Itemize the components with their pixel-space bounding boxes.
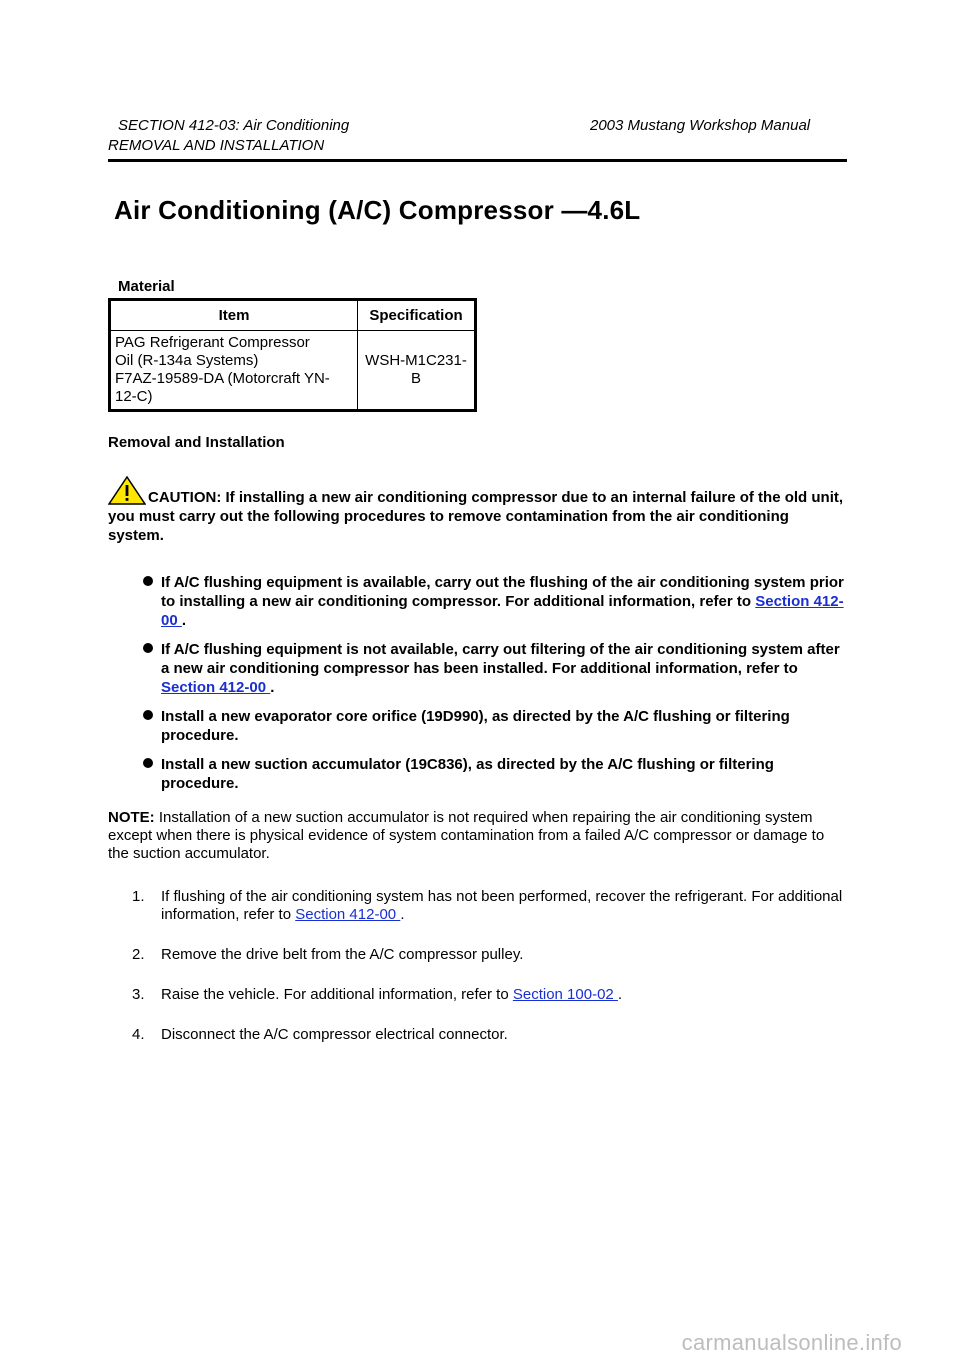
header-manual: 2003 Mustang Workshop Manual [590, 117, 811, 134]
step-item: 4. Disconnect the A/C compressor electri… [108, 1026, 848, 1044]
section-link[interactable]: Section 100-02 [512, 986, 618, 1003]
table-row: PAG Refrigerant Compressor Oil (R-134a S… [109, 330, 476, 411]
list-item-suffix: . [270, 679, 275, 696]
bullet-dot-icon [143, 643, 153, 653]
item-line: Oil (R-134a Systems) [115, 352, 259, 369]
step-number: 3. [132, 986, 145, 1003]
caution-text: CAUTION: If installing a new air conditi… [108, 489, 844, 544]
material-label: Material [118, 278, 175, 295]
list-item-text: If A/C flushing equipment is not availab… [161, 641, 840, 677]
note-label: NOTE: [108, 809, 155, 826]
list-item: Install a new evaporator core orifice (1… [108, 707, 848, 745]
section-link[interactable]: Section 412-00 [295, 906, 401, 923]
note-text: Installation of a new suction accumulato… [108, 809, 825, 862]
step-text: Disconnect the A/C compressor electrical… [161, 1026, 508, 1043]
material-item-cell: PAG Refrigerant Compressor Oil (R-134a S… [109, 330, 358, 411]
list-item: If A/C flushing equipment is not availab… [108, 640, 848, 697]
material-spec-cell: WSH-M1C231- B [357, 330, 476, 411]
bullet-dot-icon [143, 710, 153, 720]
list-item-text: If A/C flushing equipment is available, … [161, 574, 844, 610]
header-section: SECTION 412-03: Air Conditioning [118, 117, 350, 134]
watermark: carmanualsonline.info [681, 1330, 902, 1355]
spec-line: WSH-M1C231- [365, 352, 467, 369]
step-number: 1. [132, 888, 145, 905]
item-line: 12-C) [115, 388, 153, 405]
step-text: Raise the vehicle. For additional inform… [161, 986, 513, 1003]
material-table: Item Specification PAG Refrigerant Compr… [108, 298, 477, 412]
step-text: If flushing of the air conditioning syst… [161, 888, 843, 923]
procedure-steps: 1. If flushing of the air conditioning s… [108, 888, 848, 1066]
warning-triangle-icon [107, 475, 147, 506]
item-line: PAG Refrigerant Compressor [115, 334, 310, 351]
list-item-text: Install a new evaporator core orifice (1… [161, 708, 790, 744]
step-suffix: . [400, 906, 405, 923]
step-item: 3. Raise the vehicle. For additional inf… [108, 986, 848, 1004]
header-subheading: REMOVAL AND INSTALLATION [108, 137, 325, 154]
bullet-dot-icon [143, 758, 153, 768]
section-link[interactable]: Section 412-00 [161, 593, 844, 629]
removal-installation-heading: Removal and Installation [108, 434, 285, 451]
step-item: 2. Remove the drive belt from the A/C co… [108, 946, 848, 964]
note-block: NOTE: Installation of a new suction accu… [108, 809, 848, 863]
list-item-suffix: . [181, 612, 187, 629]
header-rule [108, 159, 847, 162]
step-item: 1. If flushing of the air conditioning s… [108, 888, 848, 924]
column-header-item: Item [109, 299, 358, 331]
section-link[interactable]: Section 412-00 [161, 679, 271, 696]
list-item: If A/C flushing equipment is available, … [108, 573, 848, 630]
list-item: Install a new suction accumulator (19C83… [108, 755, 848, 793]
item-line: F7AZ-19589-DA (Motorcraft YN- [115, 370, 330, 387]
list-item-text: Install a new suction accumulator (19C83… [161, 756, 774, 792]
caution-block: CAUTION: If installing a new air conditi… [107, 475, 848, 545]
step-number: 2. [132, 946, 145, 963]
bullet-dot-icon [143, 576, 153, 586]
column-header-specification: Specification [357, 299, 476, 331]
spec-line: B [410, 370, 421, 387]
step-number: 4. [132, 1026, 145, 1043]
step-text: Remove the drive belt from the A/C compr… [161, 946, 524, 963]
page-title: Air Conditioning (A/C) Compressor —4.6L [114, 195, 641, 225]
precaution-list: If A/C flushing equipment is available, … [108, 573, 848, 803]
step-suffix: . [617, 986, 623, 1003]
